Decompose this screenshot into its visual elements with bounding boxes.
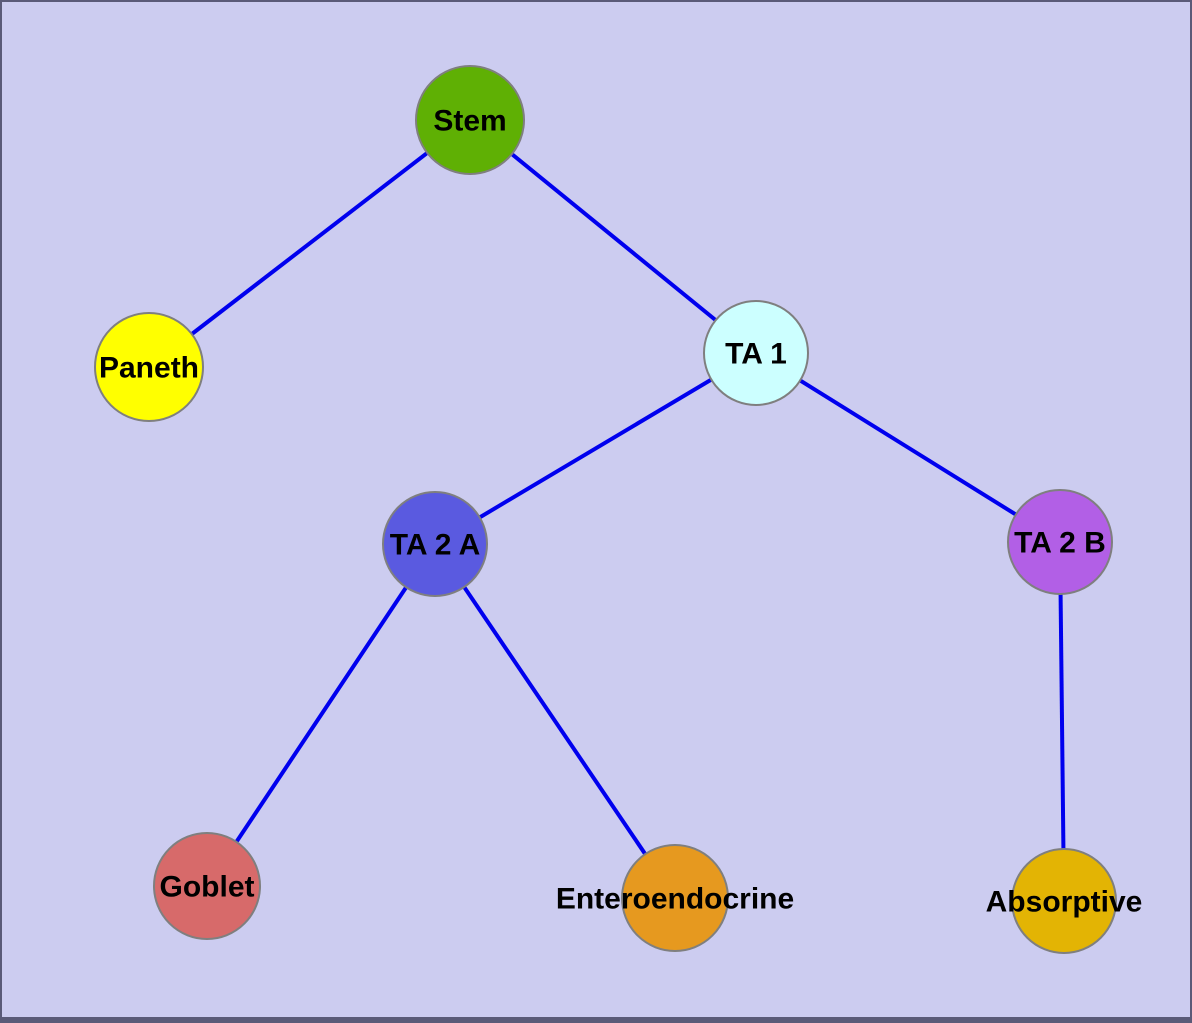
node-goblet-circle xyxy=(153,832,261,940)
node-ta1-circle xyxy=(703,300,809,406)
node-paneth: Paneth xyxy=(94,312,204,422)
edge-ta1-ta2b xyxy=(754,351,1062,544)
edge-ta2a-enteroendocrine xyxy=(433,542,677,900)
node-enteroendocrine-circle xyxy=(621,844,729,952)
node-enteroendocrine: Enteroendocrine xyxy=(556,844,794,952)
node-ta2b: TA 2 B xyxy=(1007,489,1113,595)
edge-stem-paneth xyxy=(147,118,472,369)
edge-ta2b-absorptive xyxy=(1058,541,1066,902)
edge-stem-ta1 xyxy=(468,118,758,355)
node-absorptive-circle xyxy=(1011,848,1117,954)
edge-ta1-ta2a xyxy=(433,351,758,546)
node-ta2a: TA 2 A xyxy=(382,491,488,597)
edge-ta2a-goblet xyxy=(205,542,437,888)
node-paneth-circle xyxy=(94,312,204,422)
node-ta1: TA 1 xyxy=(703,300,809,406)
node-stem: Stem xyxy=(415,65,525,175)
node-ta2a-circle xyxy=(382,491,488,597)
edges-layer xyxy=(147,118,1066,902)
node-goblet: Goblet xyxy=(153,832,261,940)
node-absorptive: Absorptive xyxy=(986,848,1142,954)
node-stem-circle xyxy=(415,65,525,175)
node-ta2b-circle xyxy=(1007,489,1113,595)
